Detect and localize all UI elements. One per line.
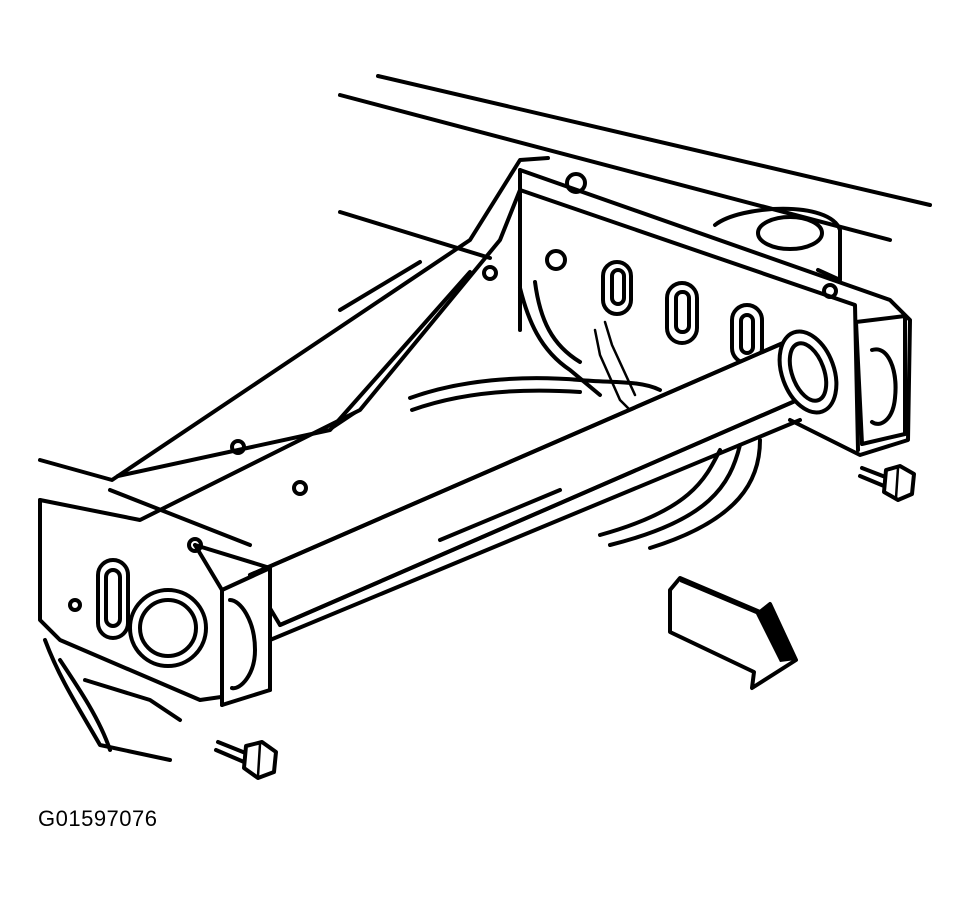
wiring-harness [408,280,762,550]
bolt-right-icon [858,464,916,502]
left-side-rail [38,156,550,547]
forward-arrow-icon [668,576,798,690]
left-box-section [38,498,272,762]
figure-id-label: G01597076 [38,806,158,831]
bolt-left-icon [214,740,278,780]
tubular-crossmember [248,329,839,642]
right-box-section [518,168,912,457]
